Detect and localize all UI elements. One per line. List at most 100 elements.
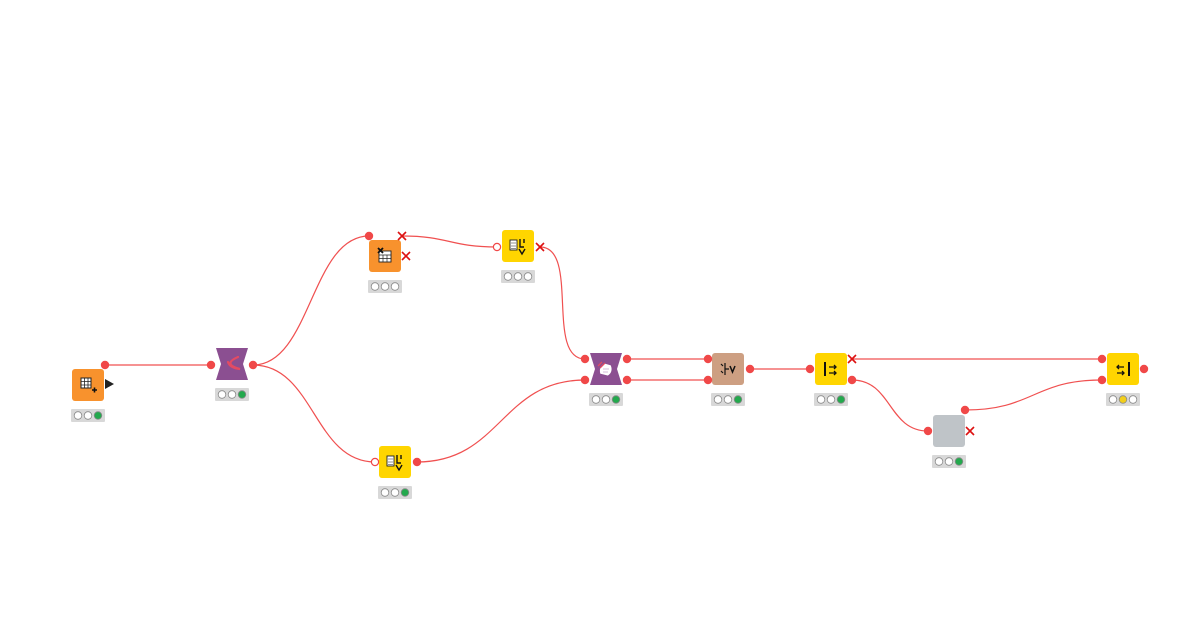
input-port[interactable]: [580, 375, 590, 385]
output-port[interactable]: [248, 360, 258, 370]
inactive-port-icon: [847, 354, 857, 364]
input-port[interactable]: [805, 364, 815, 374]
status-light-executed: [93, 411, 103, 420]
node-body[interactable]: [379, 446, 411, 478]
node-variable-node[interactable]: [703, 353, 755, 406]
input-port[interactable]: [923, 426, 933, 436]
output-port[interactable]: [622, 354, 632, 364]
output-port[interactable]: [622, 375, 632, 385]
status-light-idle: [523, 272, 533, 281]
node-column-filter[interactable]: [364, 231, 411, 293]
output-port[interactable]: [100, 360, 110, 370]
status-light-idle: [513, 272, 523, 281]
connection-column-filter-to-switch-top[interactable]: [401, 235, 498, 248]
node-switch-bottom[interactable]: [370, 446, 422, 499]
column-filter-icon: [377, 247, 392, 263]
status-light-idle: [816, 395, 826, 404]
inactive-port-icon: [965, 426, 975, 436]
output-port[interactable]: [960, 405, 970, 415]
status-light-executed: [836, 395, 846, 404]
input-port[interactable]: [1097, 354, 1107, 364]
output-port[interactable]: [412, 457, 422, 467]
status-light-idle: [1128, 395, 1138, 404]
status-light-idle: [944, 457, 954, 466]
input-port[interactable]: [703, 354, 713, 364]
connection-inactive-node-to-case-switch-end[interactable]: [964, 379, 1103, 411]
node-body[interactable]: [1107, 353, 1139, 385]
inactive-port-icon: [535, 242, 545, 252]
node-status-indicator: [814, 393, 848, 406]
status-light-executed: [733, 395, 743, 404]
node-body[interactable]: [933, 415, 965, 447]
status-light-executed: [237, 390, 247, 399]
node-body[interactable]: [815, 353, 847, 385]
node-merge-node[interactable]: [580, 353, 632, 406]
status-light-idle: [390, 488, 400, 497]
node-body[interactable]: [216, 348, 248, 380]
status-light-idle: [217, 390, 227, 399]
node-status-indicator: [711, 393, 745, 406]
status-light-idle: [591, 395, 601, 404]
node-case-switch-start[interactable]: [805, 353, 857, 406]
if-switch-icon: [509, 239, 526, 256]
node-status-indicator: [501, 270, 535, 283]
node-switch-top[interactable]: [492, 230, 545, 283]
nodes-layer: [71, 230, 1149, 499]
output-port[interactable]: [1139, 364, 1149, 374]
case-switch-end-icon: [1116, 362, 1130, 376]
flow-variable-output-icon: [105, 379, 114, 389]
status-light-idle: [380, 282, 390, 291]
connection-parallel-start-to-column-filter[interactable]: [252, 235, 370, 366]
status-light-idle: [1108, 395, 1118, 404]
status-light-idle: [723, 395, 733, 404]
status-light-idle: [83, 411, 93, 420]
node-status-indicator: [1106, 393, 1140, 406]
node-status-indicator: [932, 455, 966, 468]
node-status-indicator: [378, 486, 412, 499]
input-port[interactable]: [364, 231, 374, 241]
status-light-idle: [826, 395, 836, 404]
input-port[interactable]: [206, 360, 216, 370]
case-switch-start-icon: [824, 362, 837, 376]
status-light-idle: [227, 390, 237, 399]
connections-layer: [105, 235, 1103, 463]
connection-case-switch-start-to-inactive-node[interactable]: [851, 379, 929, 432]
node-body[interactable]: [502, 230, 534, 262]
node-status-indicator: [215, 388, 249, 401]
node-table-creator[interactable]: [71, 360, 114, 422]
input-port[interactable]: [1097, 375, 1107, 385]
status-light-executed: [400, 488, 410, 497]
status-light-idle: [390, 282, 400, 291]
output-port[interactable]: [745, 364, 755, 374]
if-switch-icon: [386, 455, 403, 472]
merge-hands-icon: [597, 361, 613, 377]
output-port[interactable]: [847, 375, 857, 385]
status-light-idle: [934, 457, 944, 466]
input-port[interactable]: [370, 457, 380, 467]
status-light-configured: [1118, 395, 1128, 404]
node-status-indicator: [368, 280, 402, 293]
input-port[interactable]: [492, 242, 502, 252]
status-light-idle: [601, 395, 611, 404]
node-case-switch-end[interactable]: [1097, 353, 1149, 406]
connection-switch-bottom-to-merge-node[interactable]: [416, 379, 586, 463]
status-light-idle: [73, 411, 83, 420]
status-light-executed: [954, 457, 964, 466]
connection-switch-top-to-merge-node[interactable]: [539, 246, 586, 360]
input-port[interactable]: [703, 375, 713, 385]
status-light-idle: [713, 395, 723, 404]
inactive-port-icon: [401, 251, 411, 261]
node-inactive-node[interactable]: [923, 405, 975, 468]
node-parallel-start[interactable]: [206, 348, 258, 401]
status-light-idle: [503, 272, 513, 281]
table-creator-icon: [80, 377, 97, 393]
status-light-idle: [380, 488, 390, 497]
node-status-indicator: [589, 393, 623, 406]
input-port[interactable]: [580, 354, 590, 364]
inactive-port-icon: [397, 231, 407, 241]
status-light-executed: [611, 395, 621, 404]
connection-parallel-start-to-switch-bottom[interactable]: [252, 364, 376, 463]
table-to-variable-icon: [720, 363, 736, 375]
parallel-chunk-start-icon: [226, 355, 241, 371]
